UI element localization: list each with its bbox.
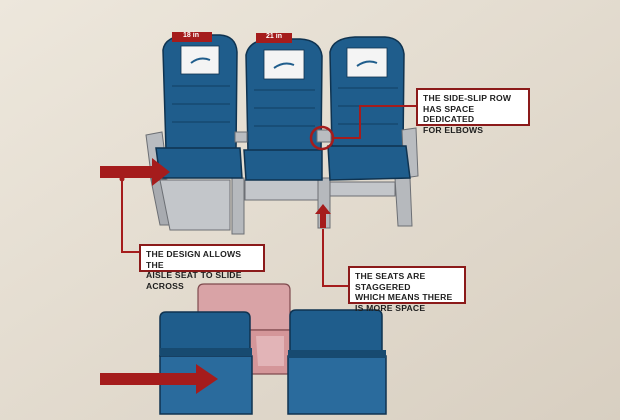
elbow-callout-line: [333, 105, 416, 139]
seat-width-left: 18 in: [183, 32, 199, 39]
seat-back-left: [162, 34, 238, 151]
headrest-logo-icon: [190, 57, 211, 64]
topdown-right-seat: [287, 309, 387, 415]
cushion-left: [155, 147, 243, 179]
width-arrow-left: [172, 32, 212, 42]
slide-callout-line: [121, 178, 139, 253]
seat-width-middle: 21 in: [266, 33, 282, 40]
topdown-left-seat: [159, 311, 253, 415]
cushion-middle: [243, 149, 323, 181]
headrest-cover-left: [180, 45, 220, 75]
callout-stagger: THE SEATS ARE STAGGERED WHICH MEANS THER…: [348, 266, 466, 313]
cushion-right: [327, 145, 411, 181]
seat-cushions: [155, 145, 411, 181]
arrow-up-icon: [315, 204, 331, 228]
arrow-right-icon: [100, 158, 170, 186]
seat-back-middle: [245, 38, 323, 154]
seat-back-right: [329, 36, 405, 151]
headrest-logo-icon: [273, 62, 295, 69]
arrow-right-icon: [100, 364, 218, 394]
width-arrow-middle: [256, 33, 292, 43]
callout-slide: THE DESIGN ALLOWS THE AISLE SEAT TO SLID…: [139, 244, 265, 291]
headrest-logo-icon: [356, 60, 378, 67]
callout-elbows: THE SIDE-SLIP ROW HAS SPACE DEDICATED FO…: [416, 88, 530, 135]
stagger-callout-line: [322, 229, 348, 287]
